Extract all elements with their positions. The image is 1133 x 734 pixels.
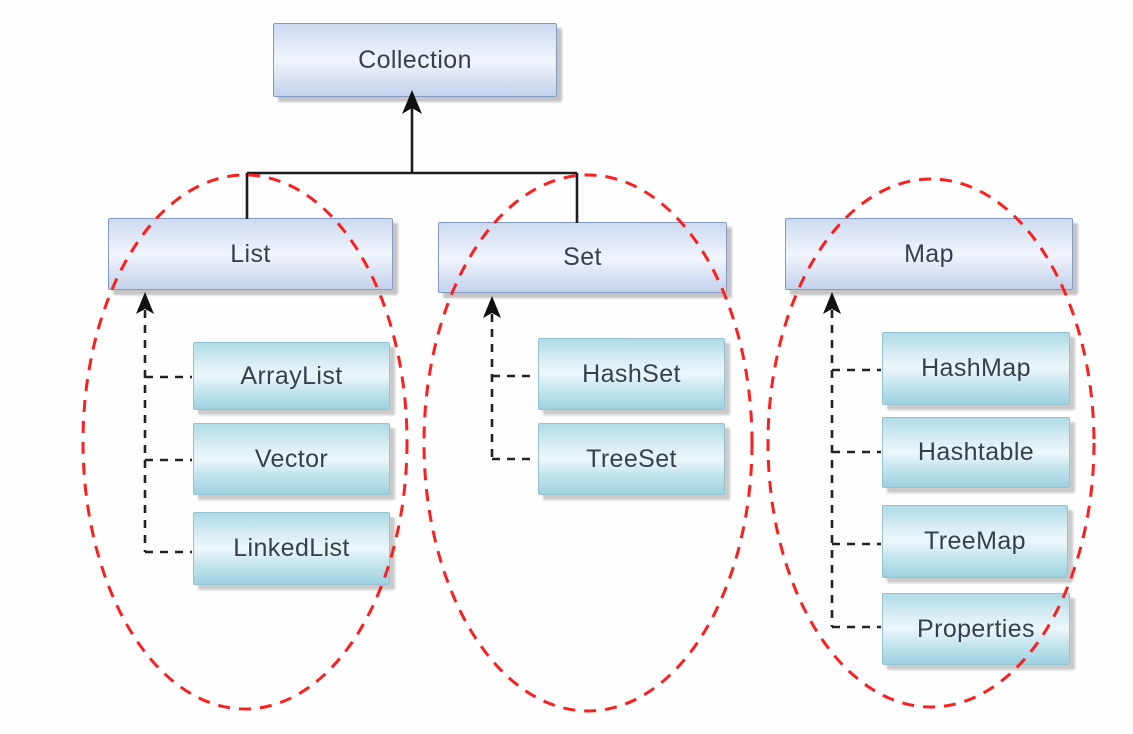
arrow-up-icon: [483, 296, 501, 318]
node-hashmap: HashMap: [882, 332, 1070, 405]
node-list: List: [108, 218, 393, 290]
map-children-connector: [830, 310, 881, 629]
node-linkedlist: LinkedList: [193, 512, 390, 585]
node-arraylist: ArrayList: [193, 342, 390, 410]
node-collection: Collection: [273, 23, 557, 97]
set-children-connector: [490, 314, 537, 461]
node-treemap: TreeMap: [882, 505, 1068, 578]
node-vector: Vector: [193, 423, 390, 495]
node-properties: Properties: [882, 593, 1070, 665]
node-hashtable: Hashtable: [882, 417, 1070, 488]
node-set: Set: [438, 222, 727, 293]
arrow-up-icon: [823, 292, 841, 314]
list-children-connector: [143, 310, 192, 554]
arrow-up-icon: [136, 292, 154, 314]
node-map: Map: [785, 218, 1073, 290]
collection-connector: [245, 106, 579, 223]
node-hashset: HashSet: [538, 338, 725, 410]
node-treeset: TreeSet: [538, 423, 725, 495]
